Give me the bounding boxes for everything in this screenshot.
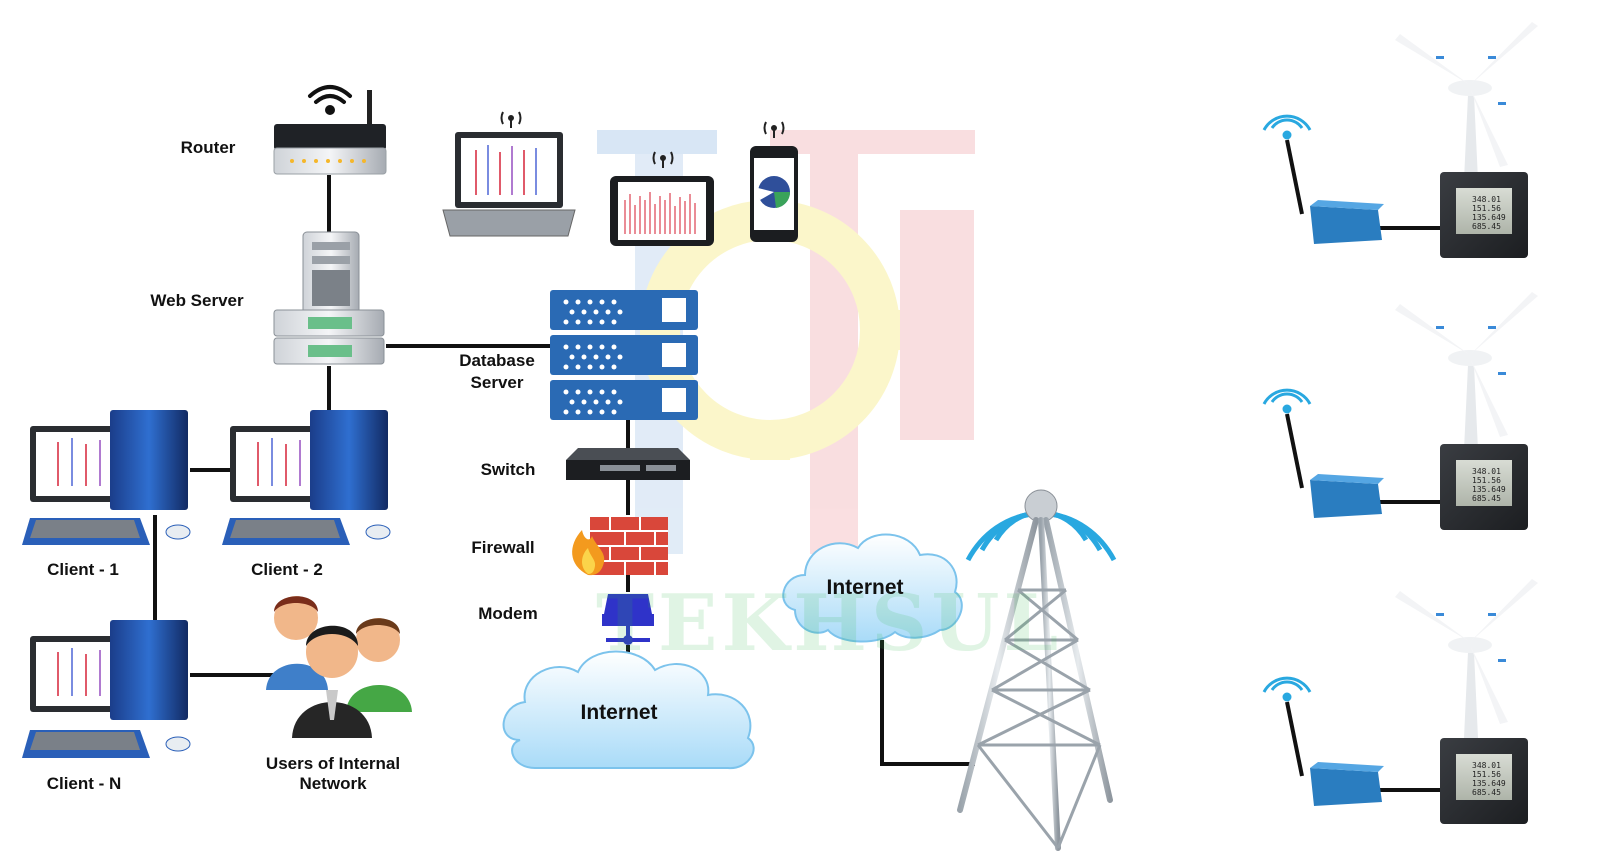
signal-icon: [1262, 114, 1312, 140]
meter-3-reading-4: 685.45: [1472, 788, 1501, 797]
power-meter-2: 348.01 151.56 135.649 685.45: [1440, 444, 1528, 530]
modem-label: Modem: [478, 604, 538, 623]
internet-cloud-main: [502, 650, 755, 770]
cloud-tower-link: [880, 640, 975, 766]
laptop-device: [442, 111, 576, 237]
meter-1-reading-3: 135.649: [1472, 213, 1506, 222]
internet-label-tower: Internet: [826, 576, 904, 599]
client-n-computer: [22, 620, 191, 758]
wind-turbine-3: [1395, 579, 1538, 738]
signal-icon: [1262, 388, 1312, 414]
watermark-text: TEKHSUL: [596, 578, 1063, 669]
router-label: Router: [180, 138, 236, 157]
power-meter-3: 348.01 151.56 135.649 685.45: [1440, 738, 1528, 824]
router-device: [273, 85, 387, 175]
meter-3-reading-3: 135.649: [1472, 779, 1506, 788]
cell-tower: [957, 489, 1117, 851]
users-label-line1: Users of Internal: [265, 754, 401, 773]
client-2-label: Client - 2: [251, 560, 323, 579]
antenna-icon: [500, 111, 522, 128]
meter-2-reading-2: 151.56: [1472, 476, 1501, 485]
turbine-station-3: 348.01 151.56 135.649 685.45: [1262, 579, 1538, 824]
turbine-station-2: 348.01 151.56 135.649 685.45: [1262, 292, 1538, 530]
database-server-unit-3: [550, 380, 698, 420]
internet-label-main: Internet: [580, 701, 658, 724]
wireless-modem-3: [1310, 768, 1382, 806]
wind-turbine-1: [1395, 22, 1538, 180]
wireless-modem-1: [1310, 206, 1382, 244]
database-server-stack: [550, 290, 698, 420]
client-1-label: Client - 1: [47, 560, 119, 579]
tablet-device: [610, 151, 714, 246]
meter-1-reading-1: 348.01: [1472, 195, 1501, 204]
meter-2-reading-3: 135.649: [1472, 485, 1506, 494]
modem-device: [602, 594, 654, 645]
client-1-computer: [22, 410, 191, 545]
meter-2-reading-4: 685.45: [1472, 494, 1501, 503]
client-2-computer: [222, 410, 391, 545]
meter-1-reading-2: 151.56: [1472, 204, 1501, 213]
meter-3-reading-2: 151.56: [1472, 770, 1501, 779]
antenna-icon: [652, 151, 674, 168]
meter-1-reading-4: 685.45: [1472, 222, 1501, 231]
signal-icon: [1262, 676, 1312, 702]
network-switch-device: [566, 448, 690, 480]
database-server-unit-1: [550, 290, 698, 330]
turbine-station-1: 348.01 151.56 135.649 685.45: [1262, 22, 1538, 258]
switch-label: Switch: [480, 460, 536, 479]
power-meter-1: 348.01 151.56 135.649 685.45: [1440, 172, 1528, 258]
database-server-label-line1: Database: [459, 351, 535, 370]
wind-turbine-2: [1395, 292, 1538, 450]
web-server-label: Web Server: [150, 291, 244, 310]
database-server-label-line2: Server: [470, 373, 524, 392]
client-n-label: Client - N: [46, 774, 122, 793]
wireless-modem-2: [1310, 480, 1382, 518]
smartphone-device: [750, 121, 798, 242]
meter-3-reading-1: 348.01: [1472, 761, 1501, 770]
meter-2-reading-1: 348.01: [1472, 467, 1501, 476]
web-server-device: [273, 231, 385, 365]
database-server-unit-2: [550, 335, 698, 375]
internet-cloud-tower: [782, 533, 963, 643]
users-label-line2: Network: [299, 774, 367, 793]
antenna-icon: [763, 121, 785, 138]
wifi-icon: [308, 85, 352, 115]
firewall-device: [572, 517, 668, 576]
users-group-icon: [266, 596, 412, 738]
firewall-label: Firewall: [471, 538, 535, 557]
